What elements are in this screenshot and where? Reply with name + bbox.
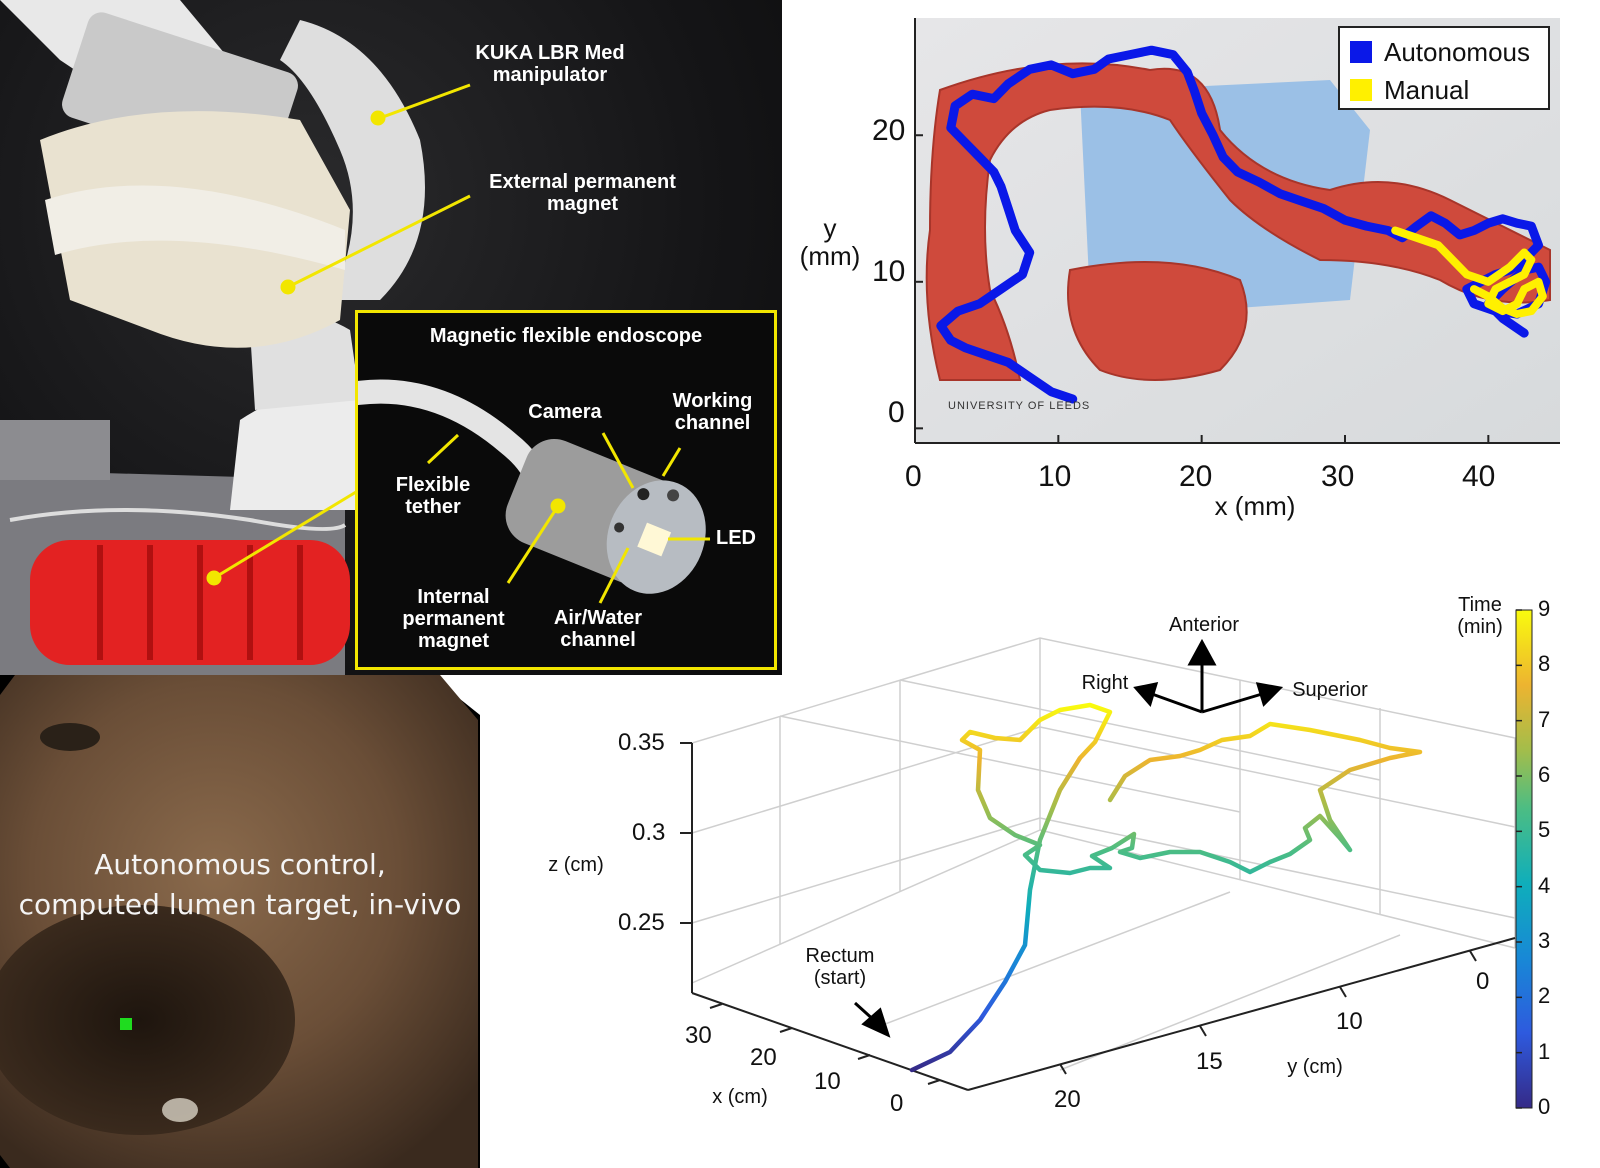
- label-internal-magnet: Internal permanent magnet: [402, 586, 505, 652]
- colorbar-tick-label: 9: [1538, 596, 1551, 621]
- y-tick-label: 10: [872, 255, 906, 288]
- legend-item-autonomous: Autonomous: [1350, 34, 1530, 70]
- endoscope-illustration: [358, 379, 710, 604]
- legend-label-manual: Manual: [1384, 74, 1470, 105]
- label-air-water-channel: Air/Water channel: [553, 607, 643, 651]
- colorbar-tick-label: 5: [1538, 817, 1551, 843]
- y-tick-label: 20: [1054, 1086, 1081, 1113]
- legend-swatch-manual: [1350, 79, 1372, 101]
- photo-watermark: UNIVERSITY OF LEEDS: [948, 400, 1091, 412]
- z-tick-label: 0.25: [618, 909, 665, 936]
- label-flexible-tether: Flexible tether: [395, 474, 471, 518]
- label-external-magnet: External permanent magnet: [489, 171, 676, 215]
- x-tick-label: 0: [890, 1090, 904, 1117]
- endoscope-inset: Magnetic flexible endoscope Camera Worki…: [355, 310, 777, 670]
- z-tick-label: 0.35: [618, 729, 665, 756]
- y-axis-label: y (cm): [1287, 1056, 1343, 1078]
- robot-photo-illustration: [0, 0, 471, 675]
- label-camera: Camera: [528, 401, 602, 423]
- xy-trajectory-plot: UNIVERSITY OF LEEDS 0 10 20 0 10 20 30 4…: [790, 0, 1600, 540]
- y-tick-label: 0: [1476, 968, 1490, 995]
- colorbar-tick-label: 0: [1538, 1094, 1551, 1119]
- x-axis-label: x (mm): [1214, 491, 1296, 521]
- tissue-spot: [40, 723, 100, 751]
- orientation-arrows: [853, 638, 1284, 1038]
- lumen-opening: [0, 905, 295, 1135]
- colorbar-tick-label: 8: [1538, 651, 1551, 677]
- legend-item-manual: Manual: [1350, 72, 1469, 108]
- invivo-caption: Autonomous control, computed lumen targe…: [18, 848, 462, 921]
- inset-title: Magnetic flexible endoscope: [429, 325, 703, 347]
- x-tick-label: 10: [814, 1068, 841, 1095]
- y-tick-label: 20: [872, 114, 906, 147]
- 3d-grid: [691, 637, 1516, 1071]
- label-working-channel: Working channel: [672, 390, 753, 434]
- invivo-endoscope-view: Autonomous control, computed lumen targe…: [0, 675, 480, 1168]
- trajectory-3d-line: [909, 702, 1423, 1073]
- 3d-ticks: [680, 742, 1477, 1085]
- z-tick-label: 0.3: [632, 819, 666, 846]
- 3d-trajectory-plot: Time (min) 0 1 2 3 4 5 6 7 8 9 0.35 0.3 0.25 z (c…: [480, 590, 1600, 1168]
- colorbar-title: Time (min): [1457, 594, 1503, 638]
- legend-label-autonomous: Autonomous: [1384, 36, 1530, 67]
- label-led: LED: [716, 527, 756, 549]
- colorbar-tick-label: 1: [1538, 1038, 1551, 1064]
- x-tick-label: 30: [685, 1022, 712, 1049]
- y-tick-label: 15: [1196, 1048, 1223, 1075]
- x-tick-label: 10: [1038, 460, 1072, 493]
- lumen-target-marker: [120, 1018, 132, 1030]
- colorbar-tick-label: 7: [1538, 706, 1551, 732]
- specular-highlight: [162, 1098, 198, 1122]
- magnet-wrap: [45, 185, 345, 270]
- y-tick-label: 10: [1336, 1008, 1363, 1035]
- colorbar: [1515, 609, 1533, 1109]
- annotation-superior: Superior: [1292, 679, 1368, 701]
- tether-cable: [9, 508, 347, 531]
- x-tick-label: 30: [1321, 460, 1355, 493]
- x-axis-label: x (cm): [712, 1086, 768, 1108]
- colon-phantom-tube: [30, 540, 350, 665]
- robot-photo-panel: KUKA LBR Med manipulator External perman…: [0, 0, 782, 675]
- x-tick-label: 20: [750, 1044, 777, 1071]
- label-manipulator: KUKA LBR Med manipulator: [475, 42, 625, 86]
- annotation-start: Rectum (start): [805, 945, 875, 989]
- x-tick-label: 40: [1462, 460, 1496, 493]
- z-axis-label: z (cm): [548, 854, 604, 876]
- robot-upper-arm: [280, 20, 425, 300]
- xy-plot-svg: [914, 18, 1560, 444]
- side-box: [0, 420, 110, 480]
- xy-legend: Autonomous Manual: [1338, 26, 1550, 110]
- endoscope-frame: [0, 675, 480, 1168]
- series-autonomous-line: [936, 45, 1551, 404]
- robot-leader-lines: [206, 83, 471, 586]
- robot-base: [230, 390, 355, 510]
- colorbar-tick-label: 4: [1538, 872, 1551, 898]
- series-manual-line: [1391, 226, 1547, 318]
- y-tick-label: 0: [888, 396, 905, 429]
- colorbar-tick-label: 3: [1538, 928, 1551, 953]
- tube-ribs: [97, 545, 303, 660]
- capsule-body: [505, 438, 706, 594]
- 3d-plot-svg: [680, 609, 1533, 1109]
- 3d-axes: [691, 743, 1516, 1091]
- colorbar-ticks: [1516, 609, 1522, 1109]
- xy-tick-marks: [914, 134, 1490, 443]
- annotation-anterior: Anterior: [1168, 614, 1240, 636]
- colorbar-tick-label: 6: [1538, 762, 1551, 787]
- x-tick-label: 20: [1179, 460, 1213, 493]
- y-axis-label: y (mm): [799, 213, 861, 271]
- colorbar-tick-label: 2: [1538, 983, 1551, 1009]
- inset-leader-lines: [426, 432, 710, 604]
- x-tick-label: 0: [905, 460, 922, 493]
- annotation-right: Right: [1081, 672, 1129, 694]
- legend-swatch-autonomous: [1350, 41, 1372, 63]
